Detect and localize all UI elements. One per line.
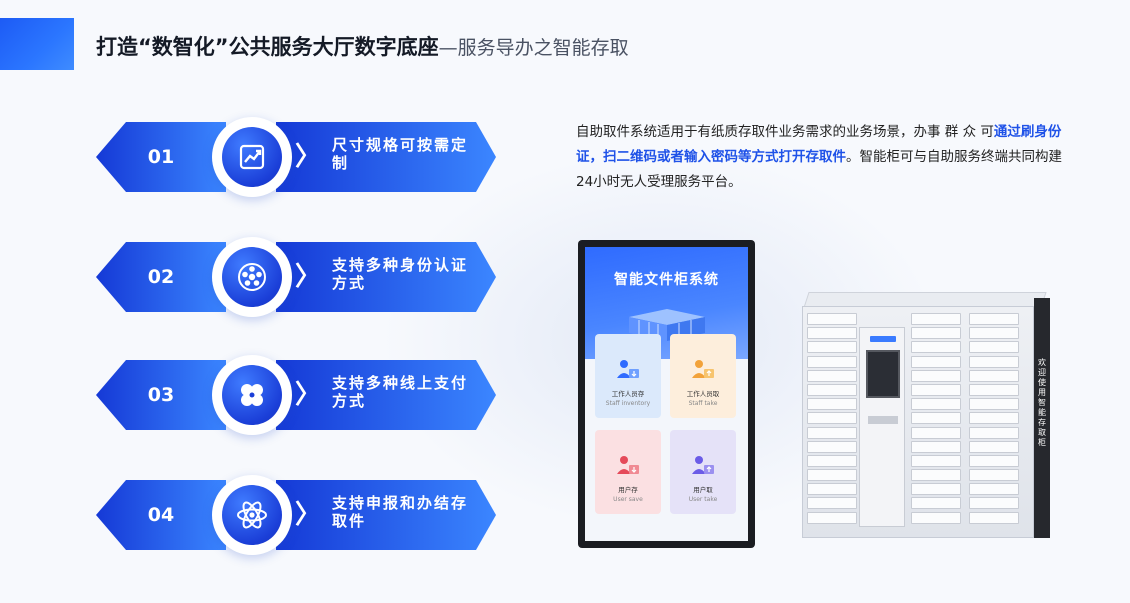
tablet-screen: 智能文件柜系统 工作人员存 Staff inventory <box>585 247 748 541</box>
feature-icon-circle <box>212 475 292 555</box>
staff-store-icon <box>617 360 639 378</box>
feature-item-4: 04 〉 支持申报和办结存取件 <box>96 475 506 555</box>
feature-label: 支持多种线上支付方式 <box>332 374 469 410</box>
feature-item-3: 03 〉 支持多种线上支付方式 <box>96 355 506 435</box>
user-take-card[interactable]: 用户取 User take <box>670 430 736 514</box>
user-take-icon <box>692 456 714 474</box>
dots-circle-icon <box>238 263 266 291</box>
locker-column <box>969 313 1019 526</box>
feature-arrow-shape <box>96 122 496 192</box>
feature-label: 尺寸规格可按需定制 <box>332 136 469 172</box>
feature-number: 01 <box>147 146 175 168</box>
title-main: 打造“数智化”公共服务大厅数字底座 <box>96 35 439 59</box>
chevron-right-icon: 〉 <box>295 142 322 172</box>
page-title: 打造“数智化”公共服务大厅数字底座—服务导办之智能存取 <box>96 31 629 61</box>
cabinet-side-panel: 欢迎使用智能存取柜 <box>1034 298 1050 538</box>
card-sublabel: User take <box>688 496 718 503</box>
card-sublabel: Staff take <box>688 400 718 407</box>
title-sub: —服务导办之智能存取 <box>438 37 629 59</box>
description-text-1: 自助取件系统适用于有纸质存取件业务需求的业务场景，办事 群 众 可 <box>576 124 994 140</box>
smart-locker-cabinet: 欢迎使用智能存取柜 <box>802 292 1050 542</box>
atom-icon <box>237 501 267 529</box>
tablet-device: 智能文件柜系统 工作人员存 Staff inventory <box>578 240 755 548</box>
cabinet-kiosk-panel <box>859 327 905 527</box>
feature-number: 03 <box>147 384 175 406</box>
feature-item-2: 02 〉 支持多种身份认证方式 <box>96 237 506 317</box>
tablet-screen-title: 智能文件柜系统 <box>614 272 719 288</box>
chevron-right-icon: 〉 <box>295 500 322 530</box>
title-accent-bar <box>0 18 74 70</box>
feature-label: 支持多种身份认证方式 <box>332 256 469 292</box>
feature-arrow-shape <box>96 242 496 312</box>
feature-icon-circle <box>212 117 292 197</box>
cabinet-screen <box>866 350 900 398</box>
staff-store-card[interactable]: 工作人员存 Staff inventory <box>595 334 661 418</box>
locker-column <box>911 313 961 526</box>
four-leaf-icon <box>241 384 263 406</box>
locker-column <box>807 313 857 526</box>
chevron-right-icon: 〉 <box>295 380 322 410</box>
description-highlight: 通过刷身份证，扫二维码或者输入密码等方式打开存取件 <box>576 124 1062 165</box>
staff-take-card[interactable]: 工作人员取 Staff take <box>670 334 736 418</box>
card-label: 用户取 <box>693 486 713 494</box>
user-store-card[interactable]: 用户存 User save <box>595 430 661 514</box>
card-sublabel: User save <box>613 496 643 503</box>
cabinet-body <box>802 306 1034 538</box>
feature-label: 支持申报和办结存取件 <box>332 494 469 530</box>
chevron-right-icon: 〉 <box>295 262 322 292</box>
card-label: 工作人员取 <box>686 390 720 398</box>
cabinet-logo <box>870 336 896 342</box>
feature-arrow-shape <box>96 360 496 430</box>
feature-arrow-shape <box>96 480 496 550</box>
feature-number: 04 <box>147 504 175 526</box>
feature-icon-circle <box>212 355 292 435</box>
feature-icon-circle <box>212 237 292 317</box>
card-label: 工作人员存 <box>611 390 645 398</box>
user-store-icon <box>617 456 639 474</box>
card-label: 用户存 <box>618 486 638 494</box>
card-sublabel: Staff inventory <box>605 400 651 407</box>
card-reader-slot <box>868 416 898 424</box>
description-paragraph: 自助取件系统适用于有纸质存取件业务需求的业务场景，办事 群 众 可通过刷身份证，… <box>576 120 1076 195</box>
description-text-2: 。智能柜可与自助服务终端共同构建24小时无人受理服务平台。 <box>576 149 1062 190</box>
cabinet-side-text: 欢迎使用智能存取柜 <box>1038 358 1046 447</box>
feature-number: 02 <box>147 266 175 288</box>
feature-item-1: 01 〉 尺寸规格可按需定制 <box>96 117 506 197</box>
growth-chart-icon <box>239 144 265 170</box>
staff-take-icon <box>692 360 714 378</box>
